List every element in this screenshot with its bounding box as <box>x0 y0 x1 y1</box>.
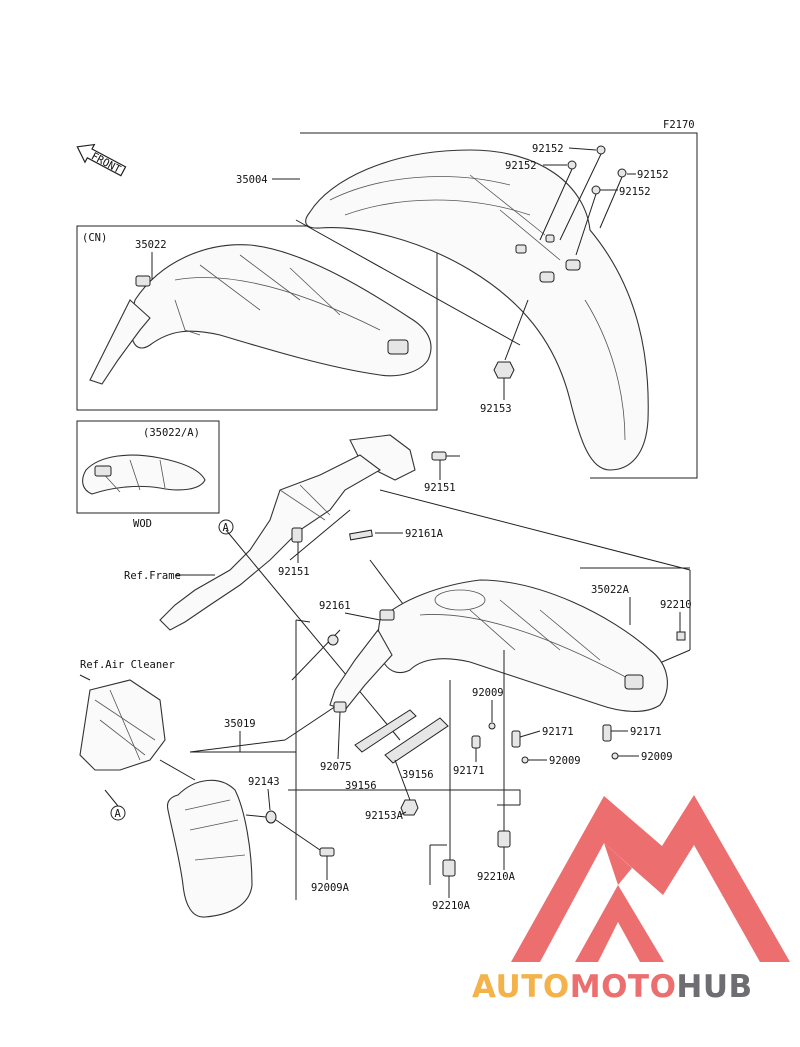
label-35019: 35019 <box>224 718 256 730</box>
label-92171-c: 92171 <box>453 765 485 777</box>
label-92152-b: 92152 <box>505 160 537 172</box>
label-92075: 92075 <box>320 761 352 773</box>
region-wod-label: WOD <box>133 518 152 530</box>
flap-frame <box>189 739 297 900</box>
label-92009-c: 92009 <box>641 751 673 763</box>
figure-code: F2170 <box>663 119 695 131</box>
label-92009-a: 92009 <box>472 687 504 699</box>
label-92171-b: 92171 <box>630 726 662 738</box>
label-92210: 92210 <box>660 599 692 611</box>
callout-a-top: A <box>218 519 234 535</box>
washers-92152 <box>539 145 627 256</box>
label-35022a: 35022A <box>591 584 630 596</box>
label-92143: 92143 <box>248 776 280 788</box>
clips-hardware <box>394 631 686 885</box>
strips-39156 <box>354 709 449 764</box>
cn-rear-fender-35022 <box>89 244 432 385</box>
label-92151-a: 92151 <box>424 482 456 494</box>
rear-fender-35022a <box>327 529 668 713</box>
svg-text:A: A <box>223 522 230 534</box>
label-92153a: 92153A <box>365 810 404 822</box>
label-92210a-b: 92210A <box>432 900 471 912</box>
callout-a-bottom: A <box>104 789 126 821</box>
label-92152-c: 92152 <box>637 169 669 181</box>
logo-text: AUTOMOTOHUB <box>472 969 753 1005</box>
bolt-92153 <box>493 299 529 379</box>
region-cn-label: (CN) <box>82 232 107 244</box>
label-92210a-a: 92210A <box>477 871 516 883</box>
wod-fender-35022a <box>82 454 206 495</box>
mud-flap-35019 <box>166 779 335 918</box>
label-92152-d: 92152 <box>619 186 651 198</box>
front-arrow-icon: FRONT <box>76 143 127 177</box>
label-92009a: 92009A <box>311 882 350 894</box>
logo-triangle-icon <box>511 795 790 962</box>
front-fender-35004 <box>305 149 649 471</box>
front-fender-frame: F2170 <box>300 119 698 479</box>
label-ref-air-cleaner: Ref.Air Cleaner <box>80 659 175 671</box>
label-35022: 35022 <box>135 239 167 251</box>
svg-text:A: A <box>115 808 122 820</box>
label-92171-a: 92171 <box>542 726 574 738</box>
label-92153: 92153 <box>480 403 512 415</box>
wod-box: (35022/A) WOD <box>76 420 220 530</box>
label-92009-b: 92009 <box>549 755 581 767</box>
front-label: FRONT <box>89 150 123 176</box>
label-39156-b: 39156 <box>402 769 434 781</box>
cn-box: (CN) <box>76 225 438 411</box>
label-92151-b: 92151 <box>278 566 310 578</box>
automotohub-logo: AUTOMOTOHUB <box>472 795 790 1005</box>
label-92152-a: 92152 <box>532 143 564 155</box>
region-wod-ref-label: (35022/A) <box>143 427 200 439</box>
frame-bracket <box>159 434 460 631</box>
part-labels: 35004 92152 92152 92152 92152 35022 9215… <box>80 143 692 912</box>
label-39156-a: 39156 <box>345 780 377 792</box>
label-ref-frame: Ref.Frame <box>124 570 181 582</box>
label-92161a: 92161A <box>405 528 444 540</box>
air-cleaner-ref <box>79 674 196 781</box>
label-92161: 92161 <box>319 600 351 612</box>
label-35004: 35004 <box>236 174 268 186</box>
